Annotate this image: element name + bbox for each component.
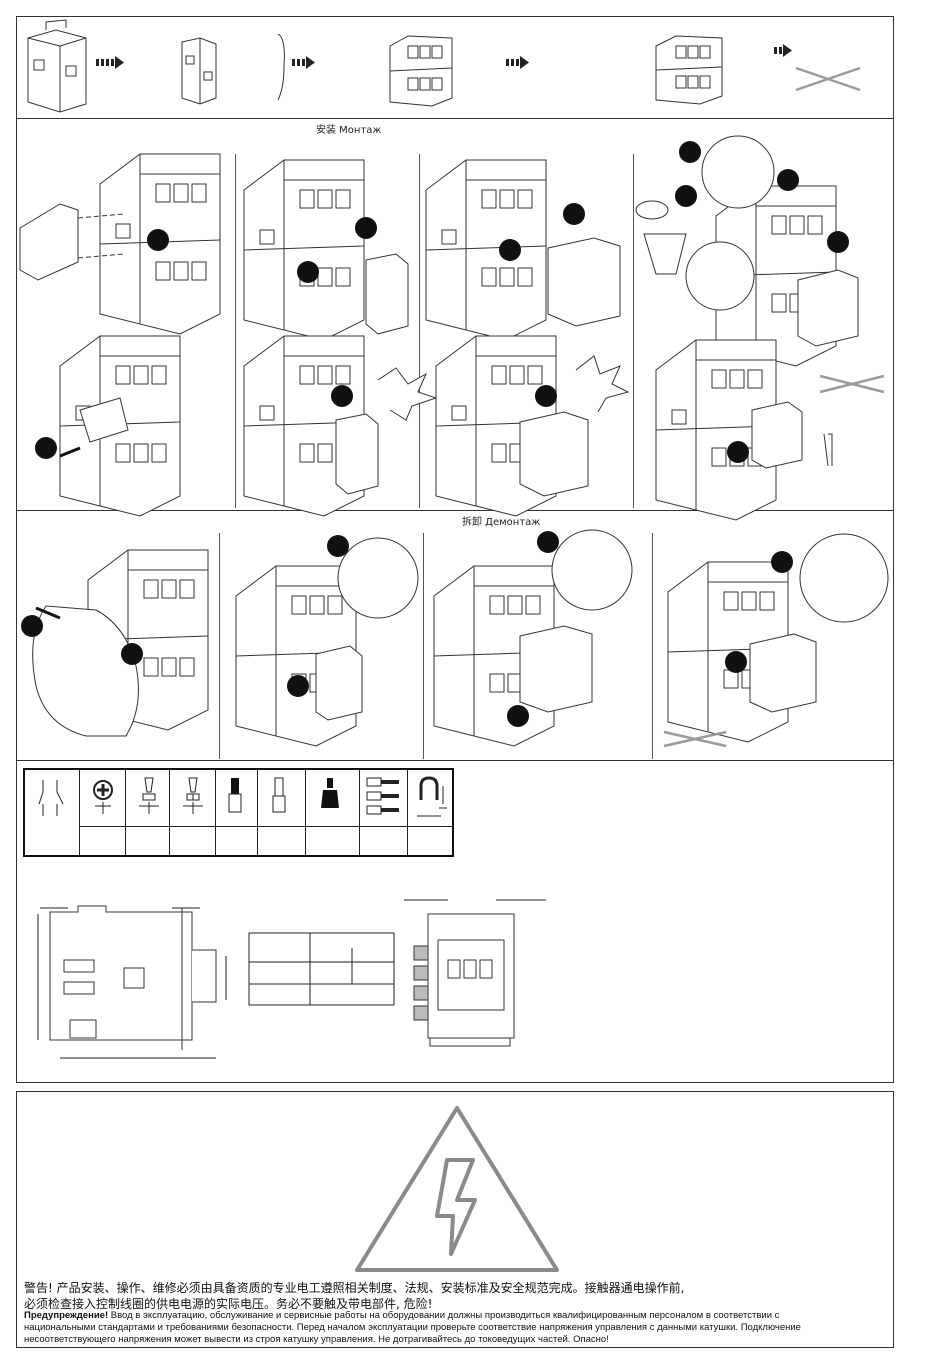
cable-lug-icon [366, 777, 399, 815]
install-divider-1 [235, 154, 236, 508]
aux-block-icon [27, 19, 87, 113]
remove-divider-3 [652, 533, 653, 759]
remove-drawings [21, 529, 889, 748]
ferrule-icon [228, 778, 242, 813]
warning-ru-line2: национальными стандартами и требованиями… [24, 1322, 801, 1333]
warning-ru-line1: Предупреждение! Ввод в эксплуатацию, обс… [24, 1310, 801, 1322]
divider-install [16, 510, 894, 511]
contactor-top-icon [389, 35, 453, 107]
warning-frame [16, 1091, 894, 1348]
remove-divider-1 [219, 533, 220, 759]
install-divider-3 [633, 154, 634, 508]
contactor-alt-icon [655, 35, 723, 105]
install-drawings [19, 135, 885, 521]
tools-table [23, 768, 454, 857]
divider-top [16, 118, 894, 119]
screwdriver-flat-icon [139, 777, 159, 814]
remove-caption: 拆卸 Демонтаж [462, 517, 541, 528]
warning-ru: Предупреждение! Ввод в эксплуатацию, обс… [24, 1310, 801, 1346]
top-row-drawing [27, 19, 861, 113]
warning-cn: 警告! 产品安装、操作、维修必须由具备资质的专业电工遵照相关制度、法规、安装标准… [24, 1280, 684, 1312]
ferrule-insulated-icon [321, 778, 339, 808]
ferrule-2-icon [272, 777, 286, 813]
remove-divider-2 [423, 533, 424, 759]
high-voltage-warning-icon [355, 1106, 559, 1272]
brace-icon [277, 33, 285, 101]
divider-remove [16, 760, 894, 761]
screwdriver-pozi-2-icon [183, 777, 203, 814]
warning-cn-line1: 警告! 产品安装、操作、维修必须由具备资质的专业电工遵照相关制度、法规、安装标准… [24, 1281, 685, 1295]
aux-block-small-icon [181, 37, 217, 105]
warning-cn-line2: 必须检查接入控制线圈的供电电源的实际电压。务必不要触及带电部件, 危险! [24, 1297, 433, 1311]
cross-icon [795, 66, 861, 92]
fork-lug-icon [417, 776, 447, 817]
diagram-frame [16, 16, 894, 1083]
screwdriver-pozi-icon [93, 780, 113, 814]
warning-ru-label: Предупреждение! [24, 1310, 109, 1321]
install-caption: 安装 Монтаж [316, 125, 382, 136]
dimension-drawings [37, 899, 546, 1059]
warning-ru-line3: несоответствующего напряжения может выве… [24, 1334, 609, 1345]
arrow-right-icon [96, 56, 124, 69]
top-row [16, 16, 894, 118]
install-divider-2 [419, 154, 420, 508]
warning-ru-text1: Ввод в эксплуатацию, обслуживание и серв… [108, 1310, 780, 1321]
contact-symbol-icon [38, 780, 64, 816]
